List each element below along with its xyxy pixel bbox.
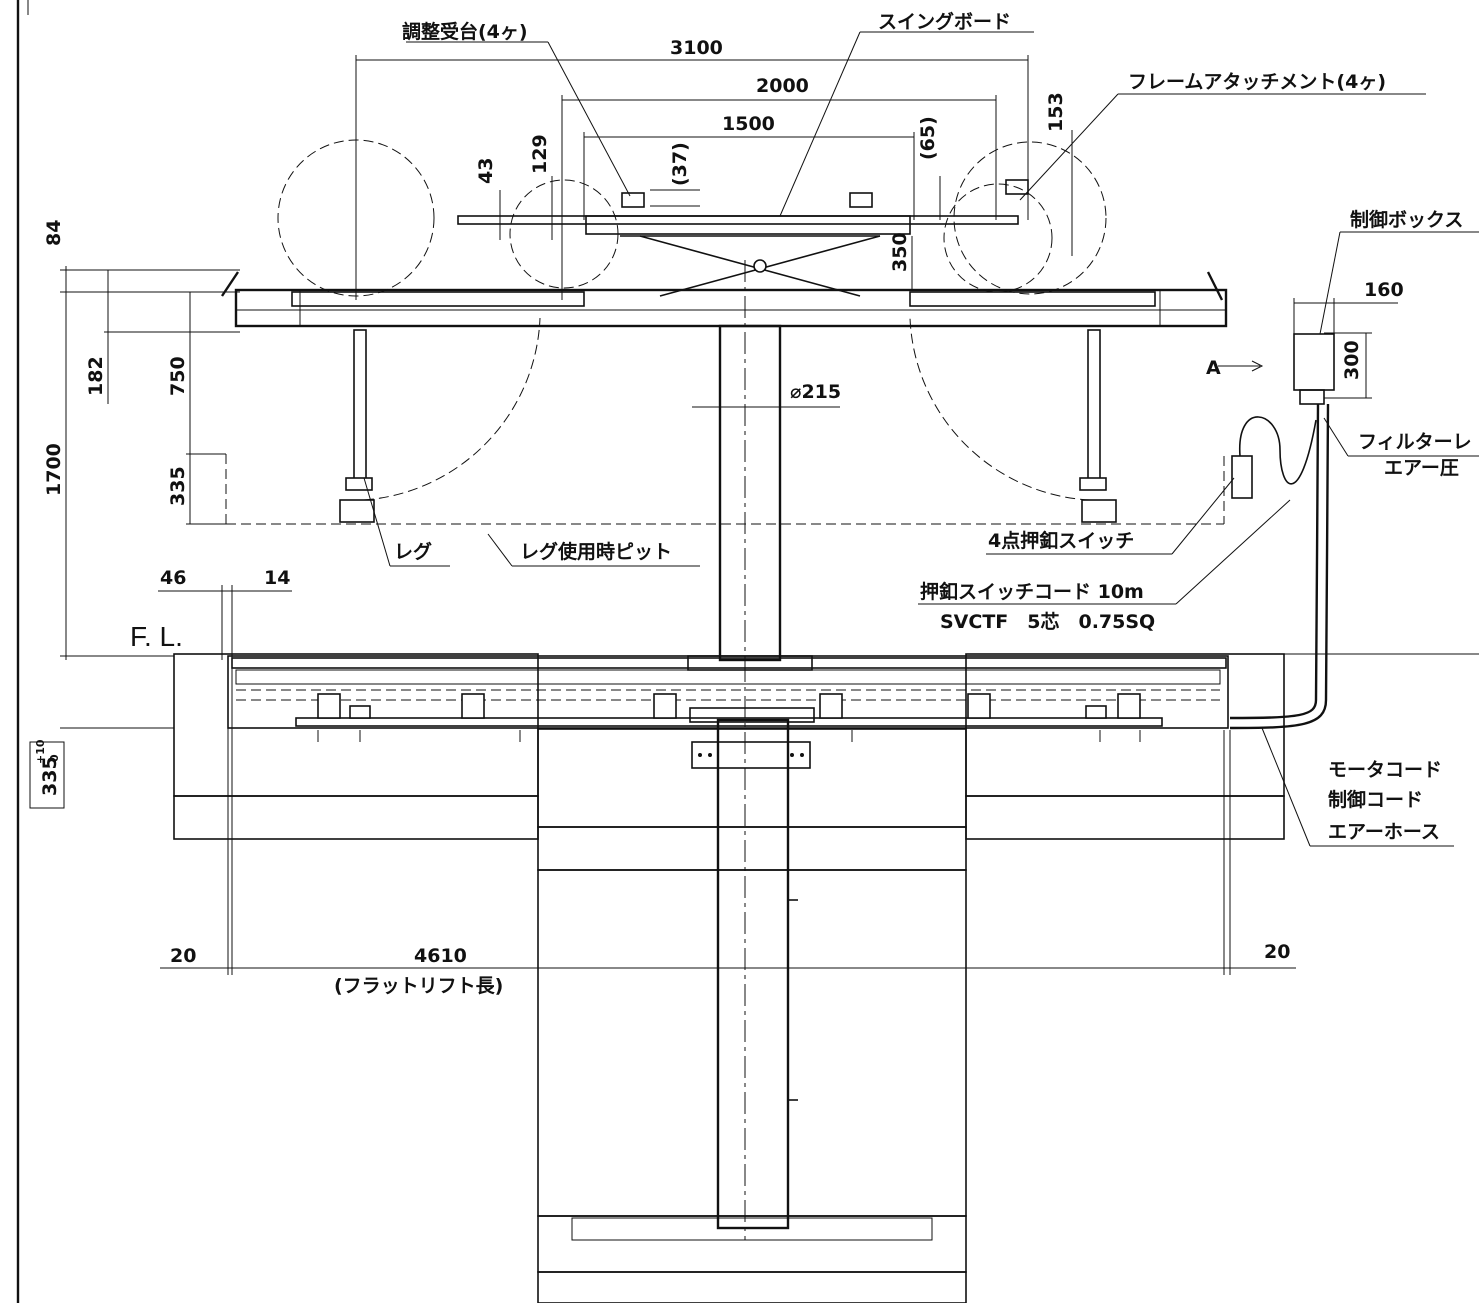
pit-tolerance-lower: 0: [48, 754, 61, 762]
dim-350: 350: [889, 232, 911, 272]
switch-cord-label: 押釦スイッチコード 10m: [920, 580, 1144, 603]
control-box-label: 制御ボックス: [1350, 208, 1463, 231]
dim-37: (37): [669, 142, 691, 186]
raised-platform: [221, 179, 1228, 671]
leg-pit-label: レグ使用時ピット: [520, 540, 672, 563]
dim-1500: 1500: [722, 113, 775, 135]
pit-tolerance-upper: +10: [34, 739, 47, 764]
filter-label: フィルターレ: [1358, 431, 1472, 453]
dim-750: 750: [167, 356, 189, 396]
adjust-base-label: 調整受台(4ヶ): [402, 20, 528, 43]
dim-20-right: 20: [1264, 941, 1290, 963]
wheel-envelopes: [225, 139, 1225, 525]
air-pressure-label: エアー圧: [1384, 457, 1459, 479]
dim-160: 160: [1364, 279, 1404, 301]
dim-20-left: 20: [170, 945, 196, 967]
control-box: [1229, 333, 1335, 730]
floor-level-label: F. L.: [130, 621, 183, 652]
swing-board-label: スイングボード: [878, 10, 1011, 33]
dim-3100: 3100: [670, 37, 723, 59]
cord-spec-label: SVCTF 5芯 0.75SQ: [940, 610, 1155, 633]
flat-lift-length-label: (フラットリフト長): [334, 975, 503, 997]
dim-43: 43: [475, 158, 497, 184]
dim-4610: 4610: [414, 945, 467, 967]
dim-153: 153: [1045, 92, 1067, 132]
dim-14: 14: [264, 567, 290, 589]
motor-cord-label: モータコード: [1328, 759, 1442, 781]
dim-129: 129: [529, 134, 551, 174]
dim-182: 182: [85, 356, 107, 396]
view-a-label: A: [1206, 357, 1221, 379]
frame-attachment-label: フレームアタッチメント(4ヶ): [1128, 71, 1386, 93]
leader-lines: [363, 31, 1479, 847]
dim-84: 84: [43, 220, 65, 246]
pit-platform: [231, 657, 1227, 742]
dim-2000: 2000: [756, 75, 809, 97]
push-button-switch: [1231, 416, 1317, 499]
dim-300: 300: [1341, 340, 1363, 380]
dim-46: 46: [160, 567, 186, 589]
dim-335: 335: [167, 466, 189, 506]
control-cord-label: 制御コード: [1328, 788, 1423, 811]
dim-65: (65): [917, 116, 939, 160]
leg-label: レグ: [394, 540, 432, 563]
dim-215: ⌀215: [790, 381, 841, 403]
air-hose-label: エアーホース: [1328, 821, 1440, 843]
dimension-lines: [60, 55, 1398, 975]
dim-1700: 1700: [43, 443, 65, 496]
pit-depth-box: [29, 741, 65, 809]
switch-4pt-label: 4点押釦スイッチ: [988, 529, 1134, 552]
pit-depth-value: 335: [39, 756, 61, 796]
